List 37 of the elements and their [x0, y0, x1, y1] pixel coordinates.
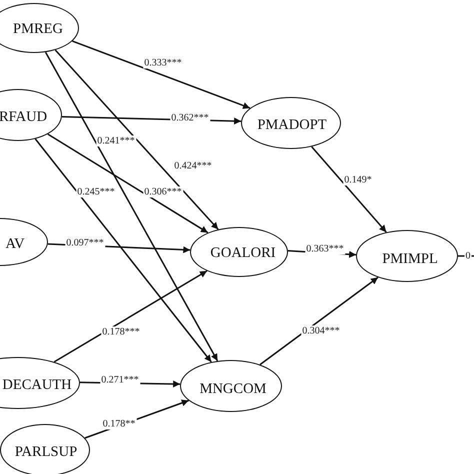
edge-label: 0.241***: [96, 136, 136, 146]
arrow: [54, 50, 219, 230]
node-label: MNGCOM: [200, 382, 266, 396]
edge-label: 0.149*: [343, 174, 373, 186]
edge-label: 0.178**: [102, 418, 136, 430]
edge-label: 0.178***: [101, 326, 141, 338]
arrow: [260, 276, 378, 366]
edge-label: 0.097***: [65, 238, 105, 248]
arrow: [34, 138, 212, 362]
arrow: [54, 270, 208, 363]
edge-label: 0: [464, 250, 472, 262]
arrow: [72, 40, 250, 109]
node-label: DECAUTH: [2, 378, 72, 392]
ellipse-node: [0, 89, 62, 141]
edge-label: 0.304***: [301, 326, 341, 336]
arrow: [311, 146, 387, 233]
edge-label: 0.362***: [170, 112, 210, 124]
node-label: PMADOPT: [257, 118, 327, 132]
edge-label: 0.333***: [143, 58, 183, 68]
arrow: [44, 52, 218, 362]
node-label: PARLSUP: [14, 444, 78, 460]
ellipse-node: [0, 424, 90, 474]
edge-label: 0.306***: [143, 186, 183, 198]
ellipse-node: [356, 230, 458, 282]
ellipse-node: [190, 227, 288, 277]
edge-label: 0.363***: [305, 244, 345, 254]
ellipse-node: [0, 3, 79, 53]
node-label: PMIMPL: [382, 252, 438, 266]
ellipse-node: [180, 360, 282, 412]
node-label: AV: [5, 236, 25, 252]
edge-label: 0.424***: [173, 160, 213, 172]
node-label: GOALORI: [210, 246, 276, 260]
node-label: PMREG: [13, 22, 63, 36]
edge-label: 0.271***: [100, 374, 140, 386]
arrow: [47, 133, 208, 234]
edge-label: 0.245***: [76, 186, 116, 198]
ellipse-node: [241, 97, 341, 149]
